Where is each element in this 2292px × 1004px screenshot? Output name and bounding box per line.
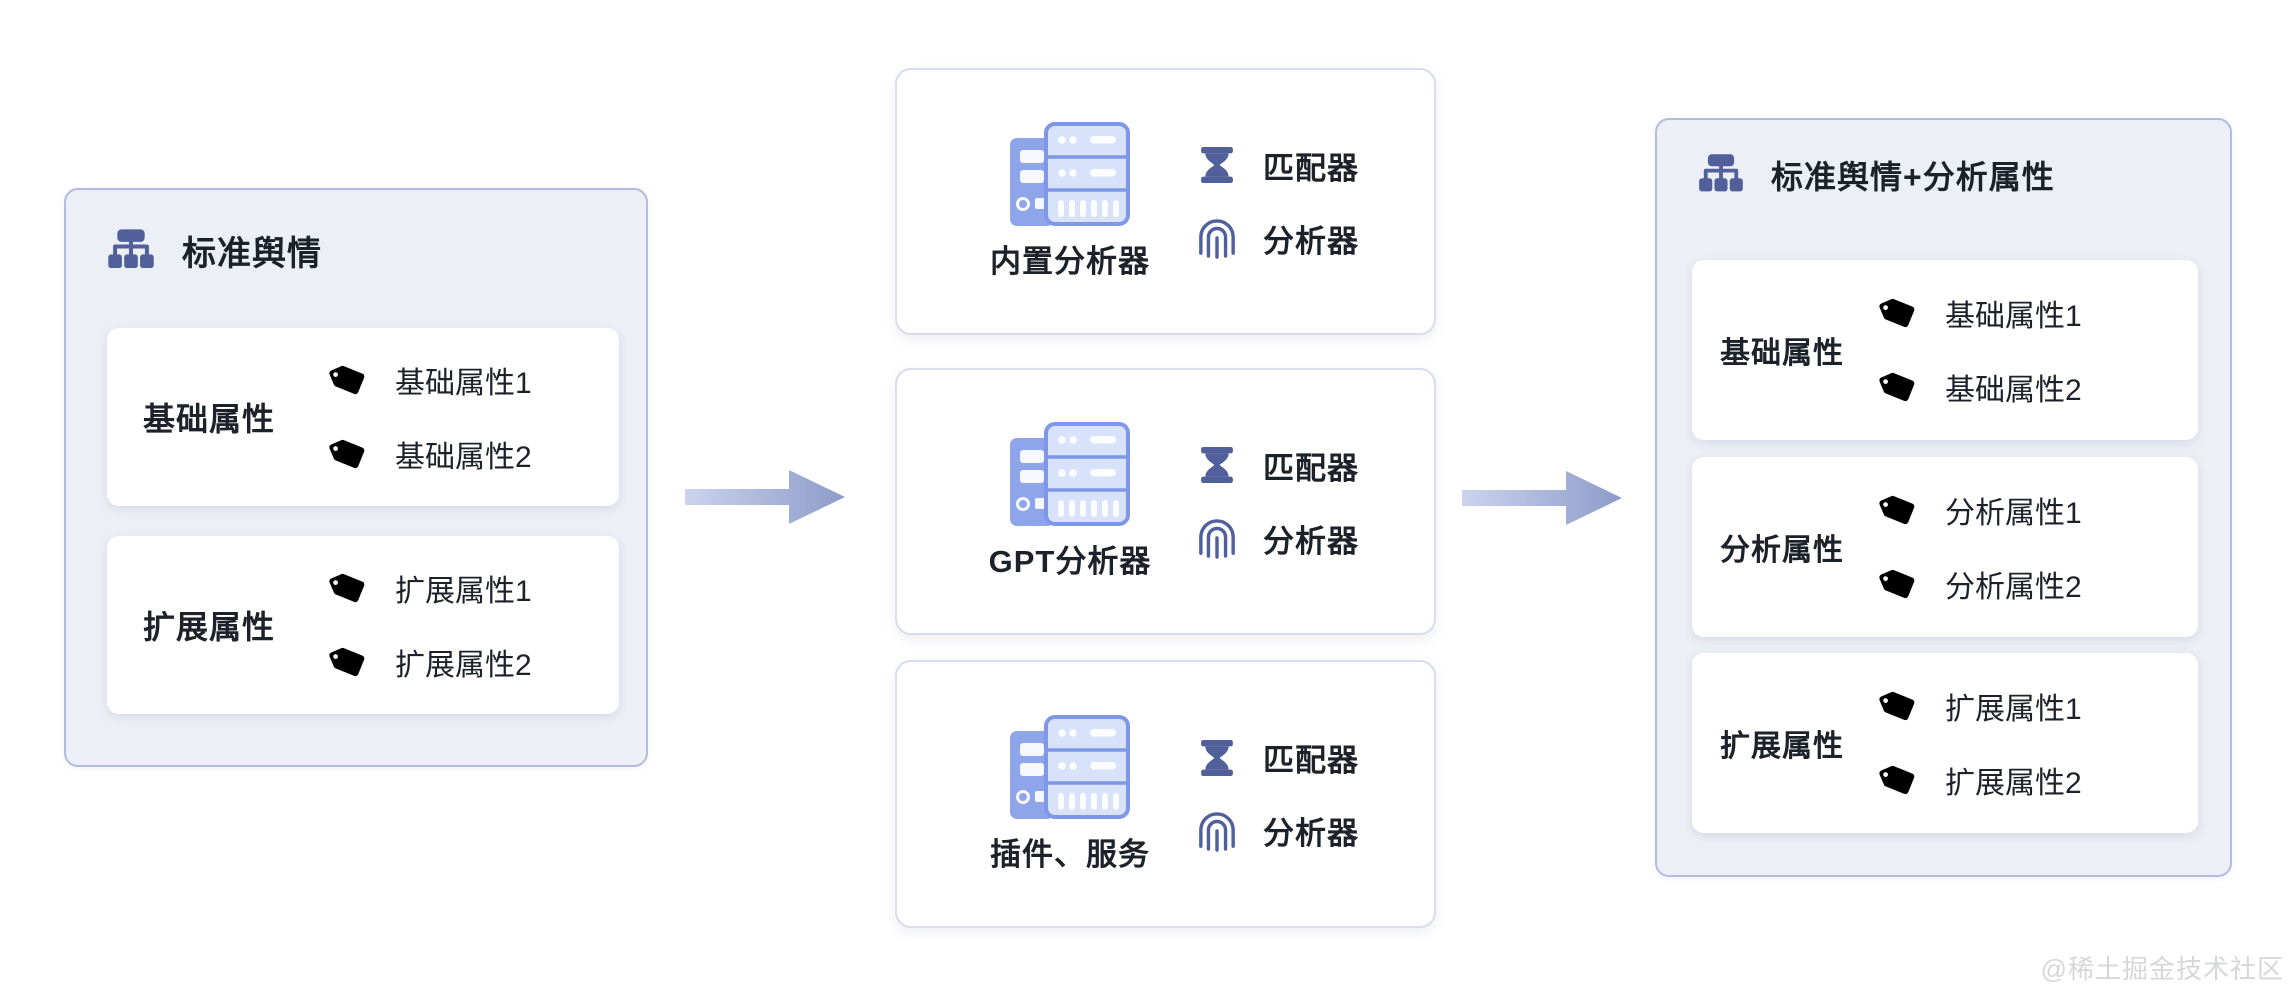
tag-row: 基础属性2 [327,432,532,476]
tag-label: 基础属性2 [1945,374,2082,407]
tag-list: 扩展属性1 扩展属性2 [1877,684,2082,802]
server-icon [1009,122,1130,226]
analyzer-components: 匹配器 分析器 [1197,143,1359,261]
tag-row: 扩展属性1 [1877,684,2082,728]
analyzer-item: 分析器 [1197,808,1359,853]
analyzer-identity: 内置分析器 [955,122,1185,281]
tag-label: 分析属性2 [1945,571,2082,604]
flow-arrow-left [685,470,845,524]
tag-row: 基础属性2 [1877,365,2082,409]
analyzer-identity: 插件、服务 [955,714,1185,874]
tag-row: 分析属性2 [1877,562,2082,606]
sitemap-icon [1697,154,1745,194]
tag-icon [1878,489,1920,531]
analyzer-identity: GPT分析器 [955,422,1185,581]
tag-label: 基础属性2 [395,441,532,474]
panel-title: 标准舆情+分析属性 [1771,159,2055,195]
tag-icon [1878,759,1920,801]
tag-label: 扩展属性1 [395,575,532,608]
tag-row: 扩展属性1 [327,566,532,610]
tag-icon [1878,366,1920,408]
tag-row: 基础属性1 [1877,291,2082,335]
hourglass-icon [1197,147,1237,183]
analyzer-card-label: 内置分析器 [990,244,1150,279]
tag-icon [328,641,370,683]
hourglass-icon [1197,739,1237,776]
group-card-extended: 扩展属性 扩展属性1 扩展属性2 [1692,653,2198,833]
panel-result-sentiment: 标准舆情+分析属性 基础属性 基础属性1 基础属性2 分析属性 分析属性1 [1655,118,2232,877]
analyzer-components: 匹配器 分析器 [1197,735,1359,853]
group-label: 扩展属性 [143,609,276,645]
tag-label: 扩展属性1 [1945,693,2082,726]
tag-row: 扩展属性2 [1877,758,2082,802]
analyzer-item: 分析器 [1197,216,1359,261]
tag-label: 基础属性1 [395,367,532,400]
tag-list: 扩展属性1 扩展属性2 [327,566,532,684]
analyzer-components: 匹配器 分析器 [1197,443,1359,561]
group-card-basic: 基础属性 基础属性1 基础属性2 [1692,260,2198,440]
fingerprint-icon [1197,810,1237,852]
tag-label: 扩展属性2 [395,649,532,682]
analyzer-card-builtin: 内置分析器 匹配器 分析器 [895,68,1436,335]
analyzer-label: 分析器 [1263,223,1359,259]
matcher-label: 匹配器 [1263,450,1359,486]
watermark: @稀土掘金技术社区 [2040,954,2284,984]
tag-row: 扩展属性2 [327,640,532,684]
panel-title: 标准舆情 [182,235,322,273]
analyzer-card-plugin-service: 插件、服务 匹配器 分析器 [895,660,1436,928]
flow-arrow-right [1462,471,1622,525]
group-label: 基础属性 [143,401,276,437]
analyzer-card-label: GPT分析器 [988,544,1152,579]
server-icon [1009,422,1130,526]
tag-label: 基础属性1 [1945,300,2082,333]
panel-header: 标准舆情+分析属性 [1657,120,2230,198]
tag-row: 基础属性1 [327,358,532,402]
analyzer-card-gpt: GPT分析器 匹配器 分析器 [895,368,1436,635]
matcher-item: 匹配器 [1197,443,1359,488]
matcher-label: 匹配器 [1263,150,1359,186]
tag-label: 扩展属性2 [1945,767,2082,800]
panel-header: 标准舆情 [66,190,646,275]
matcher-item: 匹配器 [1197,735,1359,780]
group-label: 分析属性 [1720,534,1844,567]
analyzer-card-label: 插件、服务 [990,836,1150,872]
tag-icon [1878,685,1920,727]
tag-icon [1878,563,1920,605]
tag-icon [328,359,370,401]
fingerprint-icon [1197,517,1237,559]
analyzer-item: 分析器 [1197,516,1359,561]
server-icon [1009,714,1130,819]
group-label: 扩展属性 [1720,730,1844,763]
matcher-item: 匹配器 [1197,143,1359,188]
group-card-analysis: 分析属性 分析属性1 分析属性2 [1692,457,2198,637]
hourglass-icon [1197,447,1237,483]
sitemap-icon [106,228,156,270]
analyzer-label: 分析器 [1263,523,1359,559]
tag-row: 分析属性1 [1877,488,2082,532]
fingerprint-icon [1197,217,1237,259]
group-label: 基础属性 [1720,337,1844,370]
tag-label: 分析属性1 [1945,497,2082,530]
tag-icon [1878,292,1920,334]
tag-list: 基础属性1 基础属性2 [327,358,532,476]
matcher-label: 匹配器 [1263,743,1359,778]
analyzer-label: 分析器 [1263,816,1359,851]
tag-list: 分析属性1 分析属性2 [1877,488,2082,606]
tag-icon [328,567,370,609]
group-card-extended: 扩展属性 扩展属性1 扩展属性2 [107,536,619,714]
tag-list: 基础属性1 基础属性2 [1877,291,2082,409]
tag-icon [328,433,370,475]
group-card-basic: 基础属性 基础属性1 基础属性2 [107,328,619,506]
panel-standard-sentiment: 标准舆情 基础属性 基础属性1 基础属性2 扩展属性 扩展属性1 [64,188,648,767]
